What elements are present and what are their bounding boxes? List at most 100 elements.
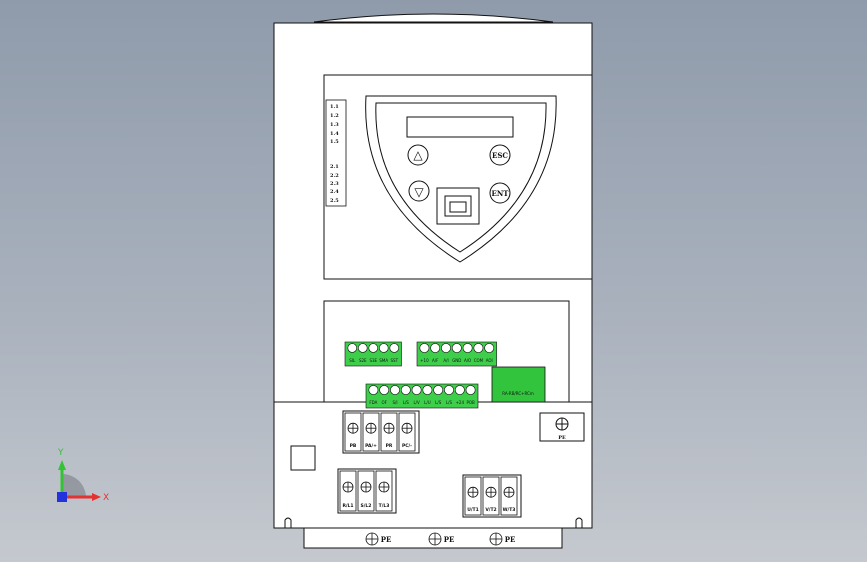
terminal-a-f[interactable]: A/F: [430, 343, 441, 363]
terminal-label: A/O: [464, 358, 471, 363]
ground-label: PE: [505, 535, 516, 544]
axis-triad: Y X: [57, 448, 109, 503]
power-terminal-t-l3[interactable]: T/L3: [375, 470, 393, 512]
ent-label: ENT: [492, 189, 510, 198]
terminal-label: S3E: [369, 358, 377, 363]
indicator-label: 2.3: [330, 181, 339, 187]
power-terminal-pr[interactable]: PR: [380, 412, 398, 452]
terminal-aoi[interactable]: AOI: [484, 343, 495, 363]
indicator-labels: 1.11.21.31.41.52.12.22.32.42.5: [330, 104, 339, 204]
relay-terminal-block: RA-RB/RC+RCm: [491, 366, 546, 403]
power-terminal-label: V/T2: [485, 507, 496, 513]
terminal-label: AOI: [486, 358, 493, 363]
terminal-label: POB: [466, 400, 475, 405]
power-terminal-label: PB: [350, 443, 357, 449]
terminal-label: COM: [474, 358, 484, 363]
terminal-label: S2E: [359, 358, 367, 363]
terminal-l-u[interactable]: L/U: [422, 385, 433, 405]
terminal-label: GND: [452, 358, 461, 363]
up-button[interactable]: △: [407, 144, 429, 166]
indicator-label: 2.4: [330, 189, 339, 195]
terminal-label: S/I: [392, 400, 397, 405]
indicator-label: 1.2: [330, 113, 339, 119]
terminal-label: A/F: [432, 358, 439, 363]
terminal-label: L/S: [435, 400, 442, 405]
terminal-s-i[interactable]: S/I: [390, 385, 400, 405]
up-glyph: △: [413, 148, 423, 162]
terminal-l-s[interactable]: L/S: [400, 385, 411, 405]
esc-button[interactable]: ESC: [489, 144, 511, 166]
rj45-port[interactable]: [436, 187, 480, 225]
terminal-label: SST: [390, 358, 398, 363]
terminal-label: L/V: [413, 400, 420, 405]
power-terminal-label: S/L2: [361, 503, 372, 509]
power-terminal-pc--[interactable]: PC/-: [398, 412, 416, 452]
terminal-label: SIL: [349, 358, 356, 363]
terminal-label: L/S: [403, 400, 410, 405]
indicator-label: 2.2: [330, 173, 339, 179]
down-button[interactable]: ▽: [408, 180, 430, 202]
ground-top-label: PE: [558, 435, 566, 441]
terminal-l-v[interactable]: L/V: [411, 385, 422, 405]
terminal-a-o[interactable]: A/O: [462, 343, 473, 363]
power-terminal-label: T/L3: [379, 503, 390, 509]
keypad-panel: [323, 74, 593, 280]
terminal-com[interactable]: COM: [473, 343, 484, 363]
terminal--24[interactable]: +24: [454, 385, 465, 405]
power-terminal-s-l2[interactable]: S/L2: [357, 470, 375, 512]
indicator-label: 2.1: [330, 164, 339, 170]
output-terminal-block: U/T1 V/T2 W/T3: [462, 474, 522, 518]
terminal-of[interactable]: OF: [379, 385, 390, 405]
indicator-label: 1.4: [330, 131, 339, 137]
terminal-label: A/I: [443, 358, 448, 363]
terminal-label: FDA: [369, 400, 377, 405]
terminal--10[interactable]: +10: [419, 343, 430, 363]
power-terminal-label: R/L1: [342, 503, 353, 509]
terminal-sst[interactable]: SST: [389, 343, 399, 363]
terminal-gnd[interactable]: GND: [451, 343, 462, 363]
terminal-sma[interactable]: SMA: [378, 343, 389, 363]
terminal-sil[interactable]: SIL: [347, 343, 357, 363]
power-terminal-r-l1[interactable]: R/L1: [339, 470, 357, 512]
indicator-label: 1.5: [330, 139, 339, 145]
terminal-s2e[interactable]: S2E: [357, 343, 368, 363]
power-terminal-v-t2[interactable]: V/T2: [482, 476, 500, 516]
ground-label: PE: [444, 535, 455, 544]
power-terminal-label: W/T3: [503, 507, 516, 513]
ent-button[interactable]: ENT: [489, 182, 511, 204]
ground-terminals-bottom: PE PE PE: [365, 532, 516, 546]
indicator-label: 2.5: [330, 198, 339, 204]
indicator-strip: [325, 99, 347, 207]
terminal-l-s[interactable]: L/S: [433, 385, 444, 405]
power-terminal-pa--[interactable]: PA/+: [362, 412, 380, 452]
input-terminal-block: R/L1 S/L2 T/L3: [337, 468, 397, 514]
esc-label: ESC: [492, 151, 508, 160]
ground-terminal-bottom[interactable]: PE: [365, 532, 391, 546]
power-terminal-label: PA/+: [365, 443, 377, 449]
terminal-label: SMA: [379, 358, 388, 363]
terminal-label: +10: [420, 358, 429, 363]
down-glyph: ▽: [414, 185, 424, 199]
terminal-fda[interactable]: FDA: [368, 385, 379, 405]
ground-terminal-bottom[interactable]: PE: [428, 532, 455, 546]
terminal-label: OF: [381, 400, 387, 405]
status-window: [290, 445, 316, 471]
terminal-label: L/S: [446, 400, 453, 405]
lcd-display: [406, 116, 514, 138]
terminal-label: L/U: [424, 400, 431, 405]
power-terminal-u-t1[interactable]: U/T1: [464, 476, 482, 516]
terminal-pob[interactable]: POB: [465, 385, 476, 405]
terminal-s3e[interactable]: S3E: [368, 343, 378, 363]
terminal-l-s[interactable]: L/S: [444, 385, 454, 405]
power-terminal-label: PC/-: [402, 443, 412, 449]
power-terminal-pb[interactable]: PB: [344, 412, 362, 452]
power-terminal-w-t3[interactable]: W/T3: [500, 476, 518, 516]
axis-x-label: X: [103, 493, 109, 503]
terminal-a-i[interactable]: A/I: [441, 343, 451, 363]
power-terminal-label: U/T1: [467, 507, 479, 513]
ground-terminal-top: PE: [539, 412, 585, 442]
ground-terminal-bottom[interactable]: PE: [489, 532, 516, 546]
